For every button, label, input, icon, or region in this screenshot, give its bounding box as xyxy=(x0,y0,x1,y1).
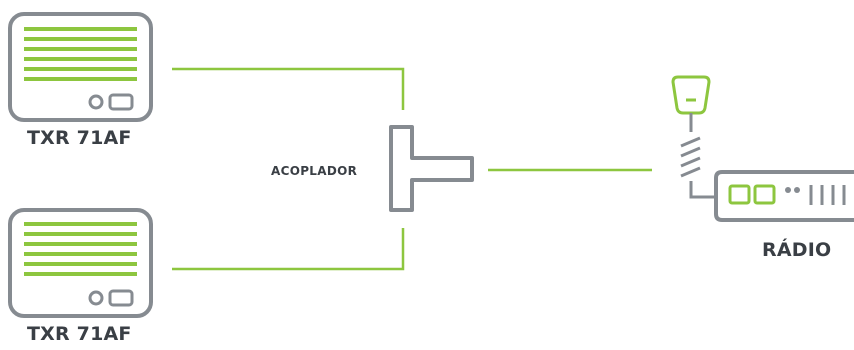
coupler-icon xyxy=(389,125,474,212)
radio-button-icon xyxy=(794,187,800,193)
radio-device xyxy=(714,170,854,222)
radio-label: RÁDIO xyxy=(762,239,832,261)
radio-button-icon xyxy=(785,187,791,193)
transmitter-top-label: TXR 71AF xyxy=(27,127,132,149)
radio-display-right-icon xyxy=(753,184,776,205)
cable-bottom-to-coupler xyxy=(172,228,405,271)
coupler-label: ACOPLADOR xyxy=(271,164,358,178)
transmitter-bottom-vent-icon xyxy=(24,222,137,276)
transmitter-bottom-device xyxy=(8,208,153,318)
transmitter-bottom-label: TXR 71AF xyxy=(27,323,132,345)
transmitter-bottom-port-icon xyxy=(108,289,134,307)
radio-antenna-icon xyxy=(671,75,715,199)
cable-top-to-coupler xyxy=(172,67,405,110)
transmitter-top-knob-icon xyxy=(88,94,104,110)
transmitter-top-port-icon xyxy=(108,93,134,111)
radio-display-left-icon xyxy=(728,184,751,205)
transmitter-top-device xyxy=(8,12,153,122)
radio-speaker-grille-icon xyxy=(809,185,846,205)
transmitter-top-vent-icon xyxy=(24,27,137,81)
transmitter-bottom-knob-icon xyxy=(88,290,104,306)
